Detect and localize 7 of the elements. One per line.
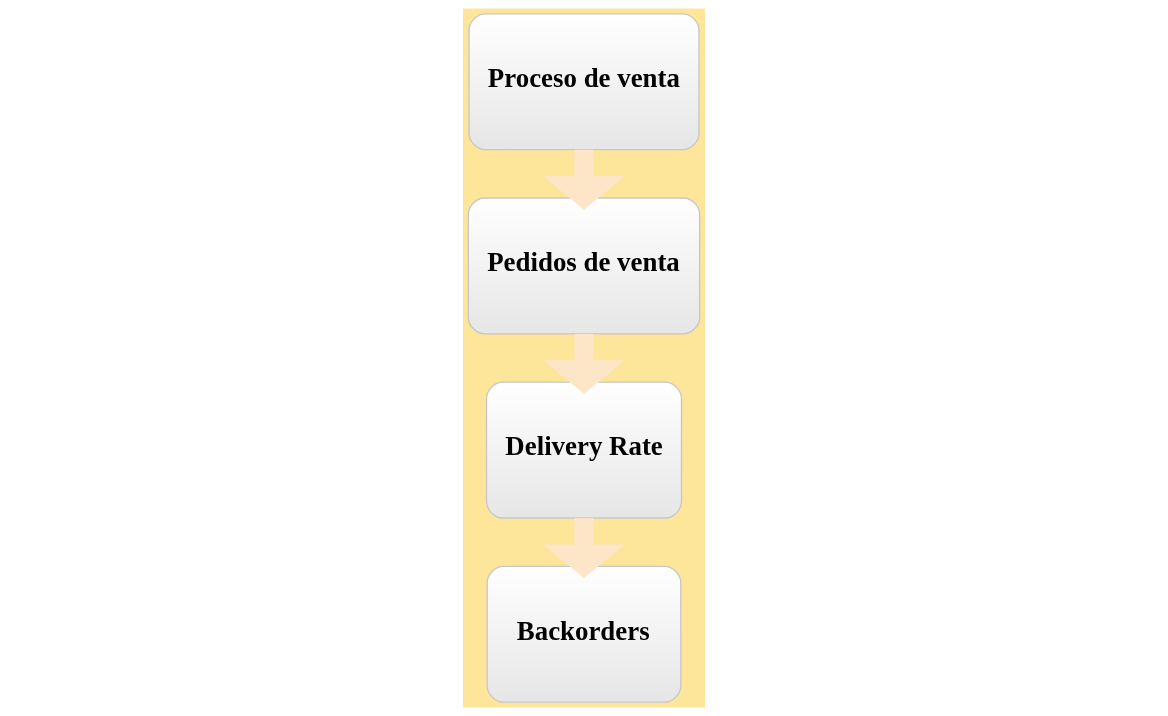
- node-box: Pedidos de venta: [467, 197, 701, 335]
- node-box: Delivery Rate: [485, 381, 683, 519]
- node-box: Proceso de venta: [468, 13, 700, 151]
- arrow: [542, 149, 626, 210]
- arrow: [542, 333, 626, 394]
- arrow: [542, 518, 626, 579]
- node-box: Backorders: [486, 565, 682, 703]
